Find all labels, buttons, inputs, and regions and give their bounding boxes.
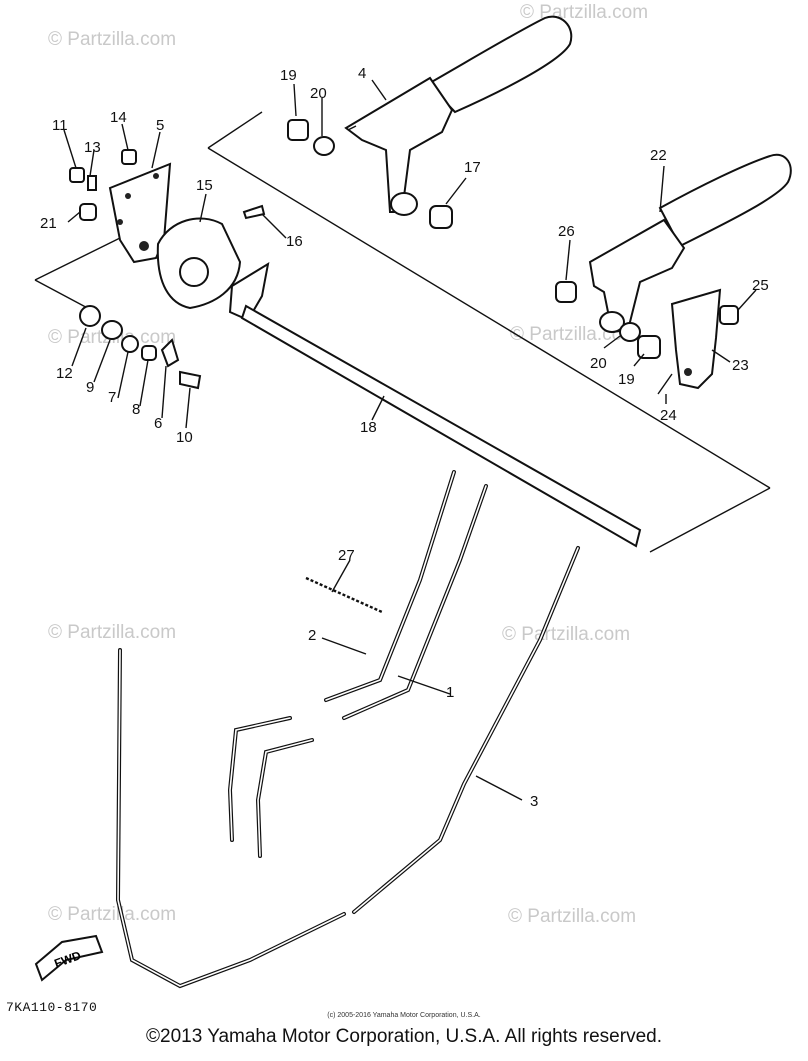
callout-7: 7 — [108, 389, 116, 406]
drawing-code: 7KA110-8170 — [6, 1000, 98, 1015]
callout-1: 1 — [446, 684, 454, 701]
callout-19-right: 19 — [618, 371, 635, 388]
right-handlebar-grip — [588, 153, 792, 334]
callout-2: 2 — [308, 627, 316, 644]
watermark-text: © Partzilla.com — [48, 904, 176, 925]
housing-cover — [156, 217, 242, 310]
watermarks: © Partzilla.com © Partzilla.com © Partzi… — [48, 2, 648, 927]
callout-3: 3 — [530, 793, 538, 810]
fasteners — [69, 119, 739, 395]
copyright-notice: ©2013 Yamaha Motor Corporation, U.S.A. A… — [146, 1026, 662, 1047]
callout-12: 12 — [56, 365, 73, 382]
callout-9: 9 — [86, 379, 94, 396]
callout-4: 4 — [358, 65, 366, 82]
control-shaft — [228, 261, 642, 548]
watermark-text: © Partzilla.com — [502, 624, 630, 645]
callout-27: 27 — [338, 547, 355, 564]
copyright-small: (c) 2005-2016 Yamaha Motor Corporation, … — [327, 1012, 481, 1019]
left-bracket — [108, 162, 172, 264]
watermark-text: © Partzilla.com — [48, 29, 176, 50]
callout-18: 18 — [360, 419, 377, 436]
callout-24: 24 — [660, 407, 677, 424]
callout-14: 14 — [110, 109, 127, 126]
left-handlebar-grip — [344, 15, 573, 216]
callout-10: 10 — [176, 429, 193, 446]
forward-direction-arrow: FWD — [34, 934, 104, 982]
callout-8: 8 — [132, 401, 140, 418]
callout-17: 17 — [464, 159, 481, 176]
callouts: 1 2 3 4 5 6 7 8 9 10 11 12 13 14 15 16 1… — [40, 65, 769, 810]
callout-25: 25 — [752, 277, 769, 294]
callout-15: 15 — [196, 177, 213, 194]
callout-22: 22 — [650, 147, 667, 164]
callout-26: 26 — [558, 223, 575, 240]
callout-13: 13 — [84, 139, 101, 156]
callout-5: 5 — [156, 117, 164, 134]
callout-19: 19 — [280, 67, 297, 84]
callout-6: 6 — [154, 415, 162, 432]
throttle-cables — [115, 470, 580, 989]
leader-lines — [63, 79, 757, 801]
watermark-text: © Partzilla.com — [48, 622, 176, 643]
watermark-text: © Partzilla.com — [508, 906, 636, 927]
callout-16: 16 — [286, 233, 303, 250]
callout-20-right: 20 — [590, 355, 607, 372]
callout-11: 11 — [52, 117, 68, 134]
callout-21: 21 — [40, 215, 57, 232]
callout-20: 20 — [310, 85, 327, 102]
right-bracket — [670, 288, 722, 390]
callout-23: 23 — [732, 357, 749, 374]
